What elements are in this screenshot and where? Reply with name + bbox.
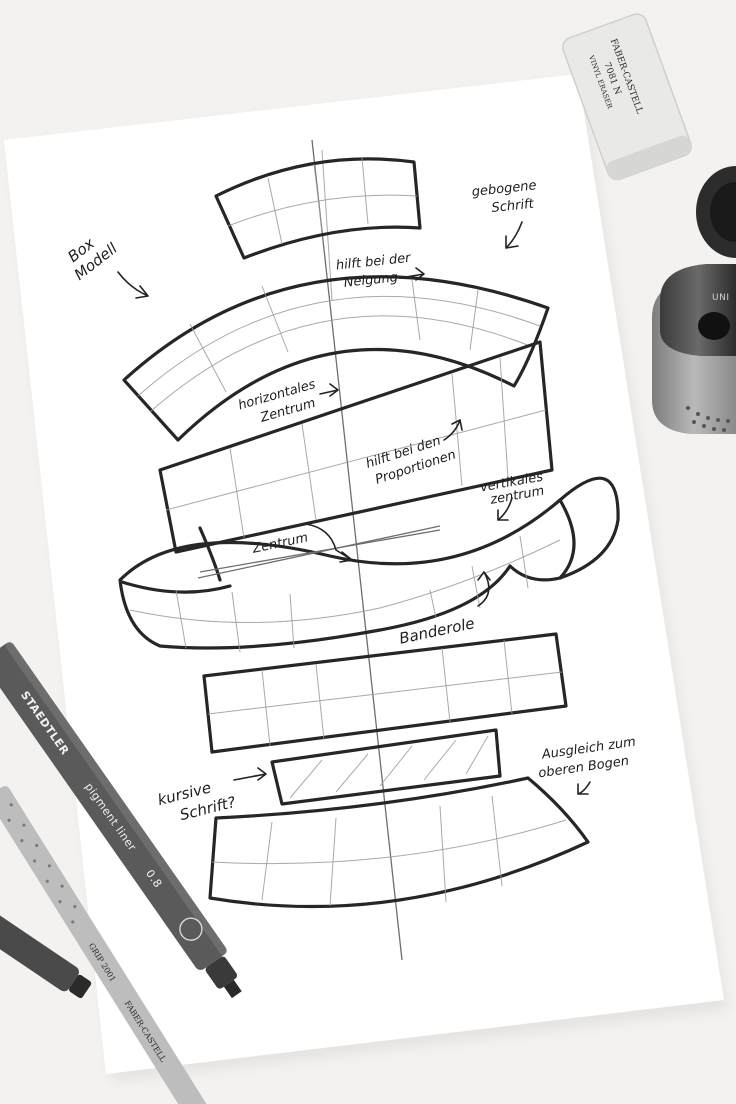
banner-ribbon — [118, 476, 620, 653]
arrow-center — [305, 523, 353, 563]
arrow-curved-text — [505, 221, 523, 249]
sharpener: UNI — [652, 166, 736, 434]
arrow-vertical-center — [497, 497, 513, 521]
label-curved-text: gebogene Schrift — [471, 178, 537, 216]
arrow-banner — [477, 571, 491, 607]
italic-box — [270, 728, 502, 806]
paper-sheet — [4, 74, 724, 1074]
sharpener-brand: UNI — [712, 293, 729, 303]
horizontal-center-line — [197, 525, 441, 579]
sharpener-grip-dots — [686, 406, 730, 432]
pen1-body — [0, 642, 227, 970]
dark-pen — [0, 911, 92, 999]
sharpener-hole — [698, 312, 730, 340]
eraser-bottom-edge — [606, 135, 692, 181]
vertical-axis — [311, 139, 403, 961]
pen1-logo-icon — [179, 917, 203, 941]
pen1-tip-cap — [205, 956, 238, 989]
bottom-arc-box — [208, 776, 590, 909]
pen2-body — [0, 785, 217, 1104]
arrow-tilt — [399, 267, 425, 281]
arrow-italic — [233, 767, 267, 781]
arrow-proportions — [443, 419, 463, 441]
label-curved-text-line2: Schrift — [491, 197, 536, 216]
lower-rectangle-box — [202, 632, 568, 754]
wide-rectangle-box — [158, 340, 554, 554]
top-arc-box — [214, 157, 422, 260]
arrow-balance — [577, 781, 591, 795]
big-arc-box — [122, 275, 550, 442]
arrow-box-model — [117, 271, 149, 299]
arrow-horizontal-center — [319, 383, 339, 397]
label-tilt-help-line2: Neigung — [343, 270, 399, 291]
sharpener-top — [660, 264, 736, 356]
pen3-body — [0, 911, 79, 992]
label-curved-text-line1: gebogene — [471, 178, 537, 200]
pen2-grip-dots — [7, 803, 77, 924]
eraser: FABER-CASTELL 7081 N VINYL ERASER — [562, 13, 692, 181]
